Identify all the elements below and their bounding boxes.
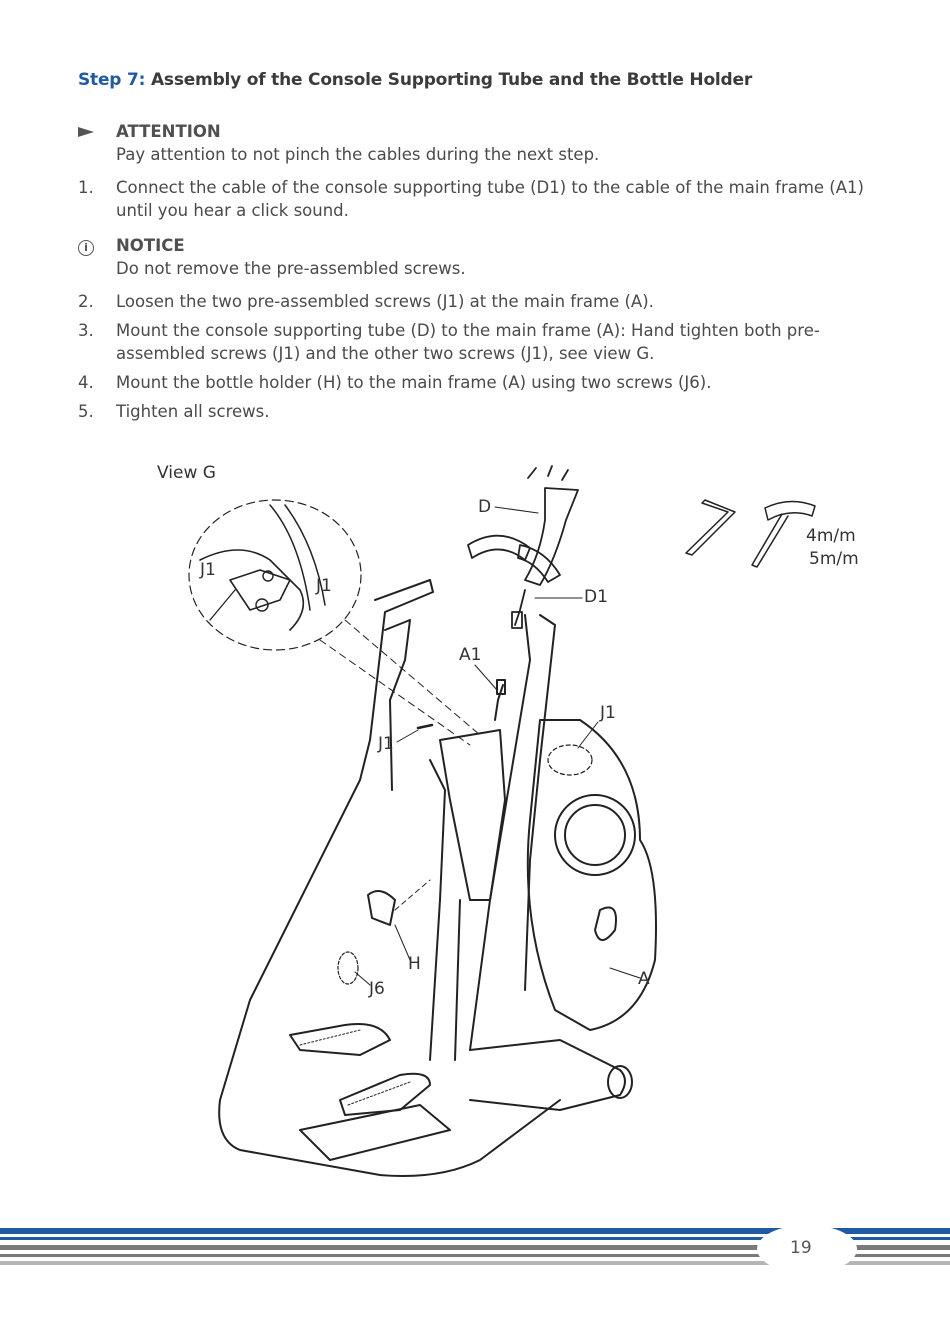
step-item-number: 2. <box>78 292 94 311</box>
label-j1-view-b: J1 <box>316 576 332 596</box>
footer-stripes <box>0 1225 950 1273</box>
label-h: H <box>408 954 421 974</box>
attention-text: Pay attention to not pinch the cables du… <box>116 145 600 164</box>
step-item: 1. Connect the cable of the console supp… <box>78 176 878 222</box>
step-item: 5. Tighten all screws. <box>78 400 878 423</box>
console-supporting-tube <box>467 465 579 629</box>
step-item-number: 4. <box>78 373 94 392</box>
page-heading: Step 7: Assembly of the Console Supporti… <box>78 70 752 90</box>
tool-size-a: 4m/m <box>806 526 856 546</box>
label-d: D <box>478 497 492 517</box>
step-item-text: Connect the cable of the console support… <box>116 178 864 220</box>
allen-key-illustration <box>685 499 736 556</box>
step-number: Step 7: <box>78 70 146 90</box>
label-d1: D1 <box>584 587 608 607</box>
step-item-text: Mount the console supporting tube (D) to… <box>116 321 820 363</box>
step-item-number: 5. <box>78 402 94 421</box>
label-a1: A1 <box>459 645 482 665</box>
notice-title: NOTICE <box>116 236 185 255</box>
label-j1-left: J1 <box>378 734 394 754</box>
view-g-detail <box>188 499 362 651</box>
step-item: 2. Loosen the two pre-assembled screws (… <box>78 290 878 313</box>
step-title: Assembly of the Console Supporting Tube … <box>150 70 753 90</box>
step-item: 3. Mount the console supporting tube (D)… <box>78 319 878 365</box>
step-item: 4. Mount the bottle holder (H) to the ma… <box>78 371 878 394</box>
view-g-label: View G <box>157 463 216 483</box>
t-handle-key-illustration <box>751 500 816 568</box>
step-item-number: 1. <box>78 178 94 197</box>
label-j1-view-a: J1 <box>200 560 216 580</box>
attention-block: ATTENTION Pay attention to not pinch the… <box>78 120 878 166</box>
label-j6: J6 <box>369 979 385 999</box>
tool-size-b: 5m/m <box>809 549 859 569</box>
step-item-number: 3. <box>78 321 94 340</box>
arrow-right-icon <box>78 127 94 137</box>
notice-block: i NOTICE Do not remove the pre-assembled… <box>78 234 878 280</box>
info-circle-icon: i <box>78 240 94 256</box>
step-item-text: Tighten all screws. <box>116 402 270 421</box>
label-a: A <box>638 969 650 989</box>
leader-lines <box>354 506 641 986</box>
step-item-text: Mount the bottle holder (H) to the main … <box>116 373 712 392</box>
cross-trainer-frame <box>218 579 657 1177</box>
label-j1-right: J1 <box>600 703 616 723</box>
page-number: 19 <box>790 1238 812 1258</box>
notice-text: Do not remove the pre-assembled screws. <box>116 259 466 278</box>
attention-title: ATTENTION <box>116 122 221 141</box>
assembly-illustration <box>188 465 816 1177</box>
step-item-text: Loosen the two pre-assembled screws (J1)… <box>116 292 654 311</box>
